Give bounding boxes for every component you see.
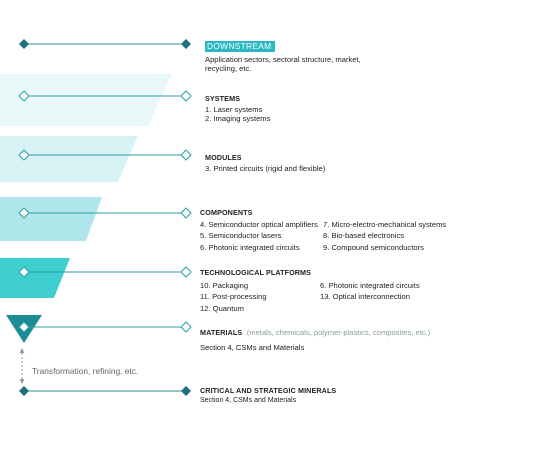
materials-block: MATERIALS (metals, chemicals, polymer-pl… xyxy=(200,321,430,352)
csm-title: CRITICAL AND STRATEGIC MINERALS xyxy=(200,386,337,395)
diamond-systems-right xyxy=(180,90,192,102)
materials-heading: MATERIALS (metals, chemicals, polymer-pl… xyxy=(200,321,430,341)
downstream-line-1: Application sectors, sectoral structure,… xyxy=(205,55,361,64)
downstream-title: DOWNSTREAM xyxy=(205,41,276,52)
diamond-csm-left xyxy=(19,386,29,396)
modules-title: MODULES xyxy=(205,153,242,162)
modules-item-1: 3. Printed circuits (rigid and flexible) xyxy=(205,164,326,173)
components-item-5: 5. Semiconductor lasers xyxy=(200,231,282,241)
funnel-band-modules xyxy=(0,136,138,182)
platforms-item-11: 11. Post-processing xyxy=(200,292,267,302)
components-col-2: 7. Micro-electro-mechanical systems 8. B… xyxy=(323,220,446,252)
components-block: COMPONENTS xyxy=(200,208,253,217)
diamond-materials-right xyxy=(180,321,192,333)
systems-item-1: 1. Laser systems xyxy=(205,105,263,114)
systems-item-2: 2. Imaging systems xyxy=(205,114,271,124)
platforms-col-1: 10. Packaging 11. Post-processing 12. Qu… xyxy=(200,281,267,313)
platforms-col-2: 6. Photonic integrated circuits 13. Opti… xyxy=(320,281,420,302)
downstream-block: DOWNSTREAM Application sectors, sectoral… xyxy=(205,35,361,74)
diamond-systems-left xyxy=(18,90,30,102)
components-item-9: 9. Compound semiconductors xyxy=(323,242,424,252)
platforms-block: TECHNOLOGICAL PLATFORMS xyxy=(200,268,311,277)
components-title: COMPONENTS xyxy=(200,208,253,217)
transformation-label: Transformation, refining, etc. xyxy=(32,366,139,376)
platforms-item-13: 13. Optical interconnection xyxy=(320,292,410,302)
platforms-item-6: 6. Photonic integrated circuits xyxy=(320,281,420,290)
diamond-components-left xyxy=(18,207,30,219)
components-item-6: 6. Photonic integrated circuits xyxy=(200,242,300,252)
csm-section-ref: Section 4, CSMs and Materials xyxy=(200,397,297,404)
csm-block: CRITICAL AND STRATEGIC MINERALS Section … xyxy=(200,386,336,406)
components-col-1: 4. Semiconductor optical amplifiers 5. S… xyxy=(200,220,318,252)
systems-title: SYSTEMS xyxy=(205,94,241,103)
platforms-item-10: 10. Packaging xyxy=(200,281,249,290)
funnel-band-components xyxy=(0,197,102,241)
systems-block: SYSTEMS 1. Laser systems 2. Imaging syst… xyxy=(205,94,270,124)
transformation-arrow-up-head xyxy=(19,348,25,353)
components-item-4: 4. Semiconductor optical amplifiers xyxy=(200,220,318,229)
diamond-downstream-right xyxy=(181,39,191,49)
components-item-7: 7. Micro-electro-mechanical systems xyxy=(323,220,447,229)
materials-section-ref: Section 4, CSMs and Materials xyxy=(200,343,305,352)
materials-detail: (metals, chemicals, polymer-plastics, co… xyxy=(246,328,431,337)
diamond-modules-right xyxy=(180,149,192,161)
materials-title: MATERIALS xyxy=(200,328,243,337)
platforms-item-12: 12. Quantum xyxy=(200,303,244,313)
transformation-arrow-down-head xyxy=(19,379,25,384)
diamond-platforms-right xyxy=(180,266,192,278)
diamond-platforms-left xyxy=(18,266,30,278)
components-item-8: 8. Bio-based electronics xyxy=(323,231,405,241)
diamond-downstream-left xyxy=(19,39,29,49)
diamond-materials-left xyxy=(18,321,30,333)
diamond-modules-left xyxy=(18,149,30,161)
funnel-band-platforms xyxy=(0,258,70,298)
downstream-line-2: recycling, etc. xyxy=(205,64,252,74)
platforms-title: TECHNOLOGICAL PLATFORMS xyxy=(200,268,312,277)
funnel-band-systems xyxy=(0,74,172,126)
diamond-components-right xyxy=(180,207,192,219)
diamond-csm-right xyxy=(181,386,191,396)
modules-block: MODULES 3. Printed circuits (rigid and f… xyxy=(205,153,325,173)
